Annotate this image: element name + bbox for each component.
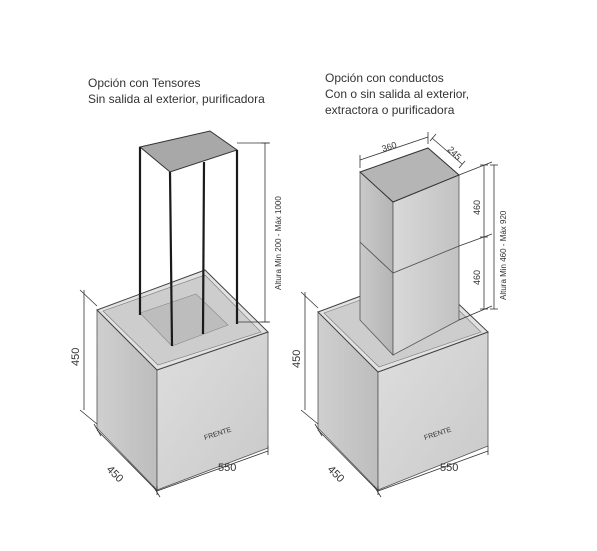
left-height-label: Altura Min 200 - Máx 1000 [274, 196, 283, 290]
left-width-label: 550 [218, 462, 236, 474]
right-box-height-dimension [300, 291, 319, 425]
left-depth-dimension [93, 423, 161, 498]
left-hood: Altura Min 200 - Máx 1000 450 450 550 FR… [70, 130, 283, 498]
left-depth-label: 450 [104, 464, 125, 485]
right-duct-section-dimensions [458, 161, 498, 321]
right-caption-line-1: Opción con conductos [325, 71, 444, 85]
right-duct-width-label: 360 [381, 140, 398, 154]
left-ceiling-plate [138, 130, 239, 173]
right-width-label: 550 [440, 462, 458, 474]
right-height-label: Altura Min 460 - Máx 920 [499, 210, 508, 300]
left-caption-line-2: Sin salida al exterior, purificadora [88, 92, 265, 106]
right-depth-label: 450 [325, 464, 346, 485]
right-caption: Opción con conductos Con o sin salida al… [325, 70, 469, 118]
right-lower-duct-label: 460 [472, 270, 482, 285]
left-box-height-dimension [79, 289, 98, 425]
right-caption-line-3: extractora o purificadora [325, 103, 455, 117]
left-tension-rods [138, 147, 239, 347]
right-box-height-label: 450 [291, 350, 303, 368]
left-box-height-label: 450 [70, 348, 82, 366]
left-height-dimension [237, 142, 270, 323]
left-caption-line-1: Opción con Tensores [88, 76, 201, 90]
right-duct-top-dimensions [359, 132, 466, 169]
right-caption-line-2: Con o sin salida al exterior, [325, 87, 470, 101]
right-duct-depth-label: 245 [446, 144, 464, 162]
left-caption: Opción con Tensores Sin salida al exteri… [88, 75, 265, 107]
right-upper-duct-label: 460 [472, 200, 482, 215]
right-hood: 360 245 460 460 Altura Min 460 - Máx 920… [291, 132, 508, 498]
left-box-opening [139, 293, 229, 347]
left-width-dimension [156, 446, 269, 495]
right-depth-dimension [314, 423, 382, 498]
right-width-dimension [377, 446, 489, 495]
